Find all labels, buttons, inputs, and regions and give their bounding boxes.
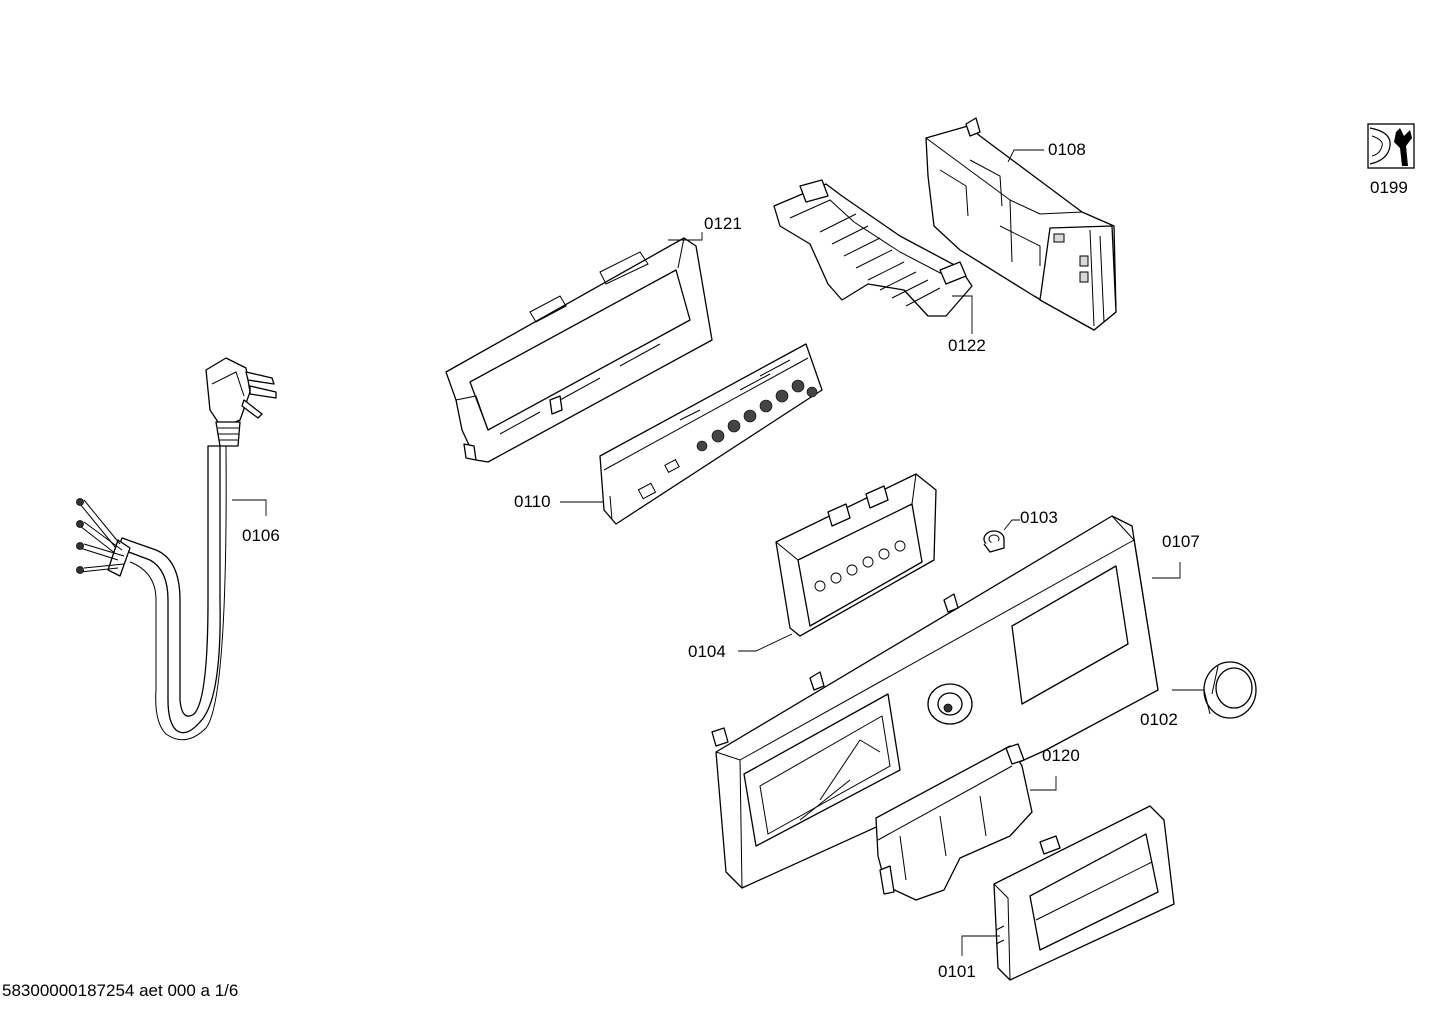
- label-0122[interactable]: 0122: [948, 336, 986, 355]
- drawer-handle-part[interactable]: [993, 805, 1175, 981]
- label-0121[interactable]: 0121: [704, 214, 742, 233]
- wrench-service-icon: [1367, 123, 1415, 169]
- button-panel-part[interactable]: [775, 473, 937, 637]
- leader-0107: [1152, 562, 1181, 579]
- label-0103[interactable]: 0103: [1020, 508, 1058, 527]
- cover-0122-part[interactable]: [773, 179, 973, 317]
- document-id: 58300000187254 aet 000 a 1/6: [2, 981, 239, 1000]
- leader-0104: [738, 633, 793, 652]
- leader-0120: [1030, 776, 1057, 791]
- leader-0103: [1003, 519, 1020, 531]
- label-0120[interactable]: 0120: [1042, 746, 1080, 765]
- bracket-0120-part[interactable]: [875, 743, 1033, 901]
- label-0106[interactable]: 0106: [242, 526, 280, 545]
- leader-0106: [232, 499, 267, 516]
- label-0101[interactable]: 0101: [938, 962, 976, 981]
- label-0107[interactable]: 0107: [1162, 532, 1200, 551]
- power-module-part[interactable]: [925, 117, 1117, 331]
- label-0199[interactable]: 0199: [1370, 178, 1408, 197]
- label-0110[interactable]: 0110: [514, 492, 551, 511]
- small-knob-part[interactable]: [983, 530, 1005, 553]
- label-0104[interactable]: 0104: [688, 642, 726, 661]
- control-pcb-part[interactable]: [599, 343, 823, 525]
- leader-0121: [668, 232, 703, 241]
- leader-0108: [1007, 149, 1044, 163]
- label-0102[interactable]: 0102: [1140, 710, 1178, 729]
- frame-0121-part[interactable]: [445, 237, 713, 463]
- leader-0122: [952, 295, 973, 334]
- label-0108[interactable]: 0108: [1048, 140, 1086, 159]
- leader-0101: [961, 935, 1000, 956]
- power-cord-part[interactable]: [76, 357, 277, 741]
- knob-ring-part[interactable]: [1203, 661, 1257, 719]
- front-panel-part[interactable]: [711, 515, 1159, 889]
